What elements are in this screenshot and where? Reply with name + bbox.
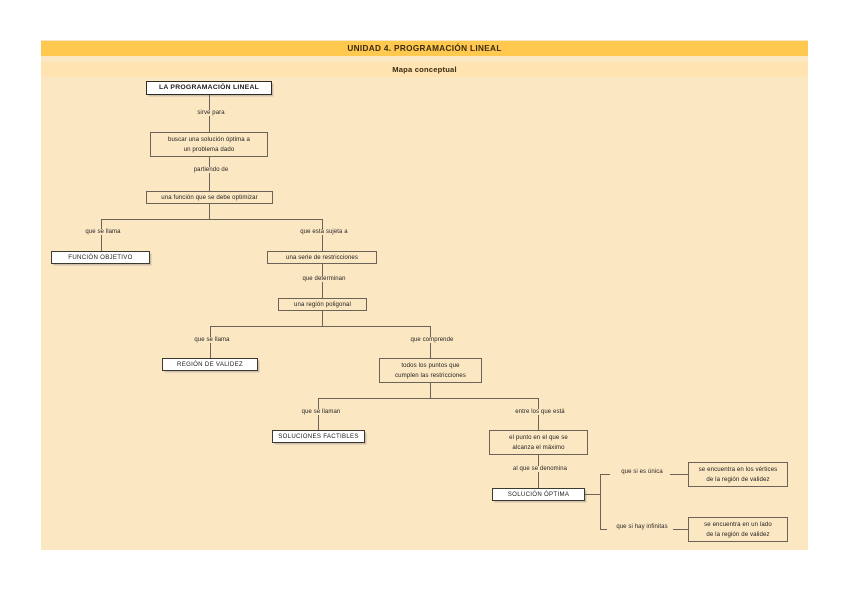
edge-label-sirve-para: sirve para xyxy=(182,110,240,116)
node-buscar-solucion-line2: un problema dado xyxy=(183,145,235,153)
node-vertices-validez: se encuentra en los vértices de la regió… xyxy=(688,462,788,487)
edge-label-que-si-hay-infinitas: que si hay infinitas xyxy=(607,524,677,530)
node-funcion-objetivo: FUNCIÓN OBJETIVO xyxy=(51,251,150,264)
connector-infinitas-right xyxy=(673,529,688,530)
connector-region-down xyxy=(322,311,323,326)
edge-label-que-comprende: que comprende xyxy=(401,337,463,343)
edge-label-que-se-llaman: que se llaman xyxy=(290,409,352,415)
connector-split-bar-3 xyxy=(318,398,539,399)
connector-split-bar-2 xyxy=(210,326,431,327)
connector-optima-bracket xyxy=(600,474,601,529)
connector-unica-right xyxy=(670,474,688,475)
section-subtitle-bar: Mapa conceptual xyxy=(41,62,808,77)
node-punto-maximo-line1: el punto en el que se xyxy=(509,434,568,442)
node-region-poligonal: una región poligonal xyxy=(278,298,367,311)
node-vertices-validez-line2: de la región de validez xyxy=(706,475,770,483)
concept-map-sheet xyxy=(41,40,808,550)
connector-split-bar-1 xyxy=(101,219,323,220)
edge-label-que-se-llama-1: que se llama xyxy=(74,229,132,235)
node-region-poligonal-label: una región poligonal xyxy=(294,300,351,308)
node-serie-restricciones-label: una serie de restricciones xyxy=(285,253,359,261)
node-buscar-solucion-line1: buscar una solución óptima a xyxy=(167,136,251,144)
node-lado-validez: se encuentra en un lado de la región de … xyxy=(688,517,788,542)
node-buscar-solucion: buscar una solución óptima a un problema… xyxy=(150,132,268,157)
unit-title: UNIDAD 4. PROGRAMACIÓN LINEAL xyxy=(347,44,502,53)
node-root: LA PROGRAMACIÓN LINEAL xyxy=(146,81,272,95)
node-todos-los-puntos-line1: todos los puntos que xyxy=(401,362,460,370)
edge-label-que-si-es-unica: que si es única xyxy=(610,469,674,475)
node-todos-los-puntos-line2: cumplen las restricciones xyxy=(395,371,466,379)
node-lado-validez-line1: se encuentra en un lado xyxy=(704,521,772,529)
node-region-validez-label: REGIÓN DE VALIDEZ xyxy=(177,360,243,368)
node-solucion-optima: SOLUCIÓN ÓPTIMA xyxy=(492,488,585,501)
connector-infinitas-left xyxy=(600,529,610,530)
edge-label-que-determinan: que determinan xyxy=(293,276,355,282)
section-subtitle: Mapa conceptual xyxy=(392,65,457,74)
node-funcion-objetivo-label: FUNCIÓN OBJETIVO xyxy=(68,253,133,261)
connector-unica-left xyxy=(600,474,610,475)
connector-buscar-to-funcion xyxy=(209,157,210,191)
node-todos-los-puntos: todos los puntos que cumplen las restric… xyxy=(379,358,482,383)
connector-split-right-1 xyxy=(322,219,323,251)
node-region-validez: REGIÓN DE VALIDEZ xyxy=(162,358,258,371)
unit-title-bar: UNIDAD 4. PROGRAMACIÓN LINEAL xyxy=(41,41,808,56)
node-solucion-optima-label: SOLUCIÓN ÓPTIMA xyxy=(507,490,570,498)
node-soluciones-factibles: SOLUCIONES FACTIBLES xyxy=(272,430,365,443)
connector-puntos-down xyxy=(430,383,431,398)
edge-label-que-se-llama-2: que se llama xyxy=(183,337,241,343)
connector-funcion-down xyxy=(209,204,210,219)
edge-label-partiendo-de: partiendo de xyxy=(183,167,239,173)
connector-optima-right xyxy=(585,494,600,495)
node-punto-maximo-line2: alcanza el máximo xyxy=(512,443,565,451)
node-root-label: LA PROGRAMACIÓN LINEAL xyxy=(158,83,260,91)
node-soluciones-factibles-label: SOLUCIONES FACTIBLES xyxy=(278,432,359,440)
edge-label-que-esta-sujeta-a: que está sujeta a xyxy=(290,229,358,235)
node-vertices-validez-line1: se encuentra en los vértices xyxy=(698,466,778,474)
edge-label-al-que-se-denomina: al que se denomina xyxy=(504,466,576,472)
node-serie-restricciones: una serie de restricciones xyxy=(267,251,377,264)
node-lado-validez-line2: de la región de validez xyxy=(706,530,770,538)
connector-split-left-1 xyxy=(101,219,102,251)
node-funcion-optimizar: una función que se debe optimizar xyxy=(146,191,273,204)
edge-label-entre-los-que-esta: entre los que está xyxy=(508,409,572,415)
node-punto-maximo: el punto en el que se alcanza el máximo xyxy=(489,430,588,455)
node-funcion-optimizar-label: una función que se debe optimizar xyxy=(161,193,258,201)
